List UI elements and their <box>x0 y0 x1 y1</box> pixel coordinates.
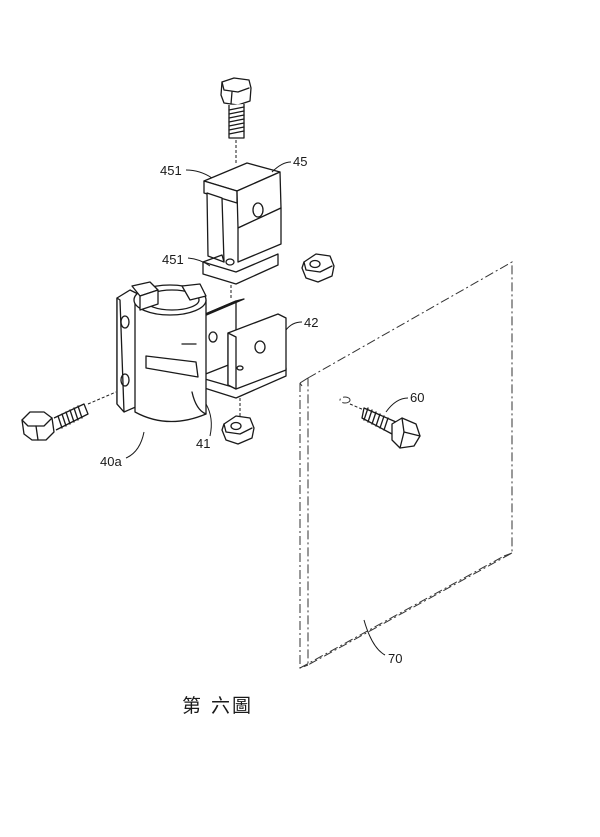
label-451-bottom: 451 <box>162 252 184 267</box>
label-451-top: 451 <box>160 163 182 178</box>
left-bolt <box>22 392 116 440</box>
top-bolt <box>221 78 251 165</box>
label-41: 41 <box>196 436 210 451</box>
sleeve-40a <box>117 282 206 422</box>
panel-70 <box>300 262 512 668</box>
bracket-45 <box>203 163 281 300</box>
label-60: 60 <box>410 390 424 405</box>
figure-caption: 第 六圖 <box>182 695 253 717</box>
label-40a: 40a <box>100 454 122 469</box>
bracket-42 <box>196 299 286 420</box>
nut-upper <box>302 254 334 282</box>
label-70: 70 <box>388 651 402 666</box>
label-45: 45 <box>293 154 307 169</box>
nut-lower <box>222 416 254 444</box>
label-42: 42 <box>304 315 318 330</box>
right-bolt-60 <box>350 404 420 448</box>
